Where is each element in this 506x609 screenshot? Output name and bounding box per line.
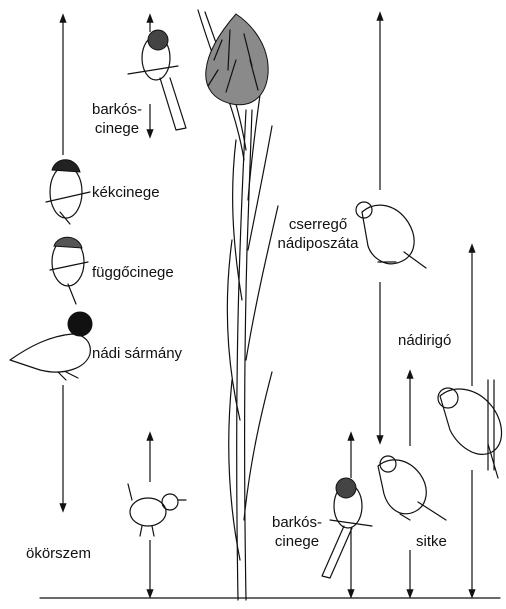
okorszem-bird	[128, 484, 186, 536]
nadi-sarmany-bird	[10, 312, 92, 380]
label-okorszem: ökörszem	[26, 544, 91, 563]
label-barkoscinege-top-line1: barkós-	[84, 100, 150, 119]
label-barkoscinege-top-line2: cinege	[84, 119, 150, 138]
reed-plant-illustration	[198, 10, 278, 600]
label-nadirigo: nádirigó	[398, 331, 451, 350]
label-cserrego-line1: cserregő	[262, 215, 374, 234]
label-barkoscinege-top: barkós- cinege	[84, 100, 150, 138]
barkoscinege-bottom-bird	[322, 478, 372, 578]
nadirigo-bird	[438, 380, 502, 478]
label-cserrego-nadiposzata: cserregő nádiposzáta	[262, 215, 374, 253]
label-fuggocinege: függőcinege	[92, 263, 174, 282]
kekcinege-bird	[46, 160, 90, 224]
label-barkoscinege-bottom: barkós- cinege	[266, 513, 328, 551]
label-sitke: sitke	[416, 532, 447, 551]
sitke-bird	[378, 456, 446, 520]
label-kekcinege: kékcinege	[92, 183, 160, 202]
label-cserrego-line2: nádiposzáta	[262, 234, 374, 253]
label-barkoscinege-bottom-line1: barkós-	[266, 513, 328, 532]
label-barkoscinege-bottom-line2: cinege	[266, 532, 328, 551]
label-nadi-sarmany: nádi sármány	[92, 344, 182, 363]
fuggocinege-bird	[50, 237, 88, 304]
